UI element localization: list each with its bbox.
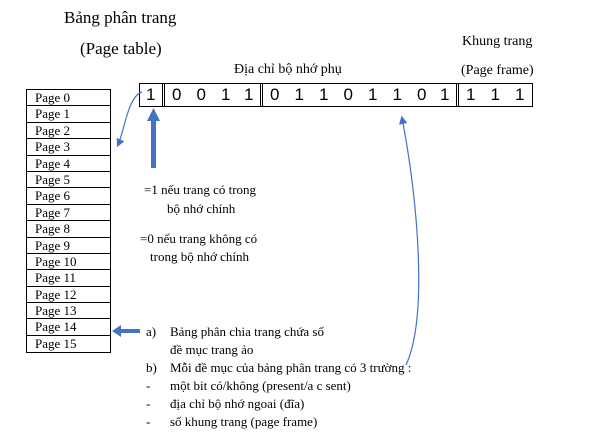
bit-cell: 0: [270, 85, 280, 104]
dash-2: -: [146, 396, 151, 411]
bit-cell: 0: [172, 85, 182, 104]
frame-label: Khung trang: [462, 34, 533, 49]
bit-cell: 1: [294, 85, 304, 104]
frame-bit: 1: [515, 85, 525, 104]
page-row: Page 9: [27, 238, 110, 254]
page-row: Page 7: [27, 205, 110, 222]
note-a-marker: a): [146, 324, 157, 339]
page-row: Page 15: [35, 335, 77, 351]
bit-cell: 1: [238, 84, 263, 106]
page-row: Page 6: [27, 188, 110, 205]
page-row: Page 0: [27, 90, 110, 107]
page-row: Page 14: [27, 319, 110, 336]
note-item-1: một bit có/không (present/a c sent): [170, 378, 351, 393]
bit-cell: 0: [196, 85, 206, 104]
note-b-line1: Mỗi đề mục của bảng phân trang có 3 trườ…: [170, 360, 412, 375]
present-note-4: trong bộ nhớ chính: [150, 249, 249, 264]
present-note-2: bộ nhớ chính: [167, 201, 236, 216]
page-row: Page 11: [27, 270, 110, 287]
frame-bit: 1: [490, 85, 500, 104]
dash-1: -: [146, 378, 151, 393]
present-note-1: =1 nếu trang có trong: [144, 182, 257, 197]
page-table-subtitle: (Page table): [80, 39, 162, 58]
frame-bit: 1: [466, 85, 476, 104]
page-row: Page 1: [27, 106, 110, 123]
dash-3: -: [146, 414, 151, 429]
present-bit: 1: [140, 84, 165, 106]
page-row: Page 12: [27, 287, 110, 304]
secondary-address-label: Địa chỉ bộ nhớ phụ: [234, 62, 342, 77]
bit-cell: 1: [392, 85, 402, 104]
bit-cell: 0: [417, 85, 427, 104]
entry-to-page3-arrow: [116, 91, 143, 148]
present-note-3: =0 nếu trang không có: [140, 231, 258, 246]
bit-cell: 1: [368, 85, 378, 104]
frame-label-en: (Page frame): [461, 63, 534, 78]
page-table-title: Bảng phân trang: [64, 8, 177, 27]
bit-cell: 1: [319, 85, 329, 104]
page-table: Page 0 Page 1 Page 2 Page 3 Page 4 Page …: [26, 89, 111, 354]
bit-cell: 1: [434, 84, 459, 106]
page-row: Page 13: [27, 303, 110, 320]
page-row: Page 8: [27, 221, 110, 238]
page-entry-bits: 1 0 0 1 1 0 1 1 0 1 1 0 1 1 1 1: [139, 83, 533, 107]
page13-arrow: [112, 325, 140, 337]
page-row: Page 2: [27, 123, 110, 140]
page-row: Page 10: [27, 254, 110, 271]
page-row: Page 3: [27, 139, 110, 156]
note-b-marker: b): [146, 360, 157, 375]
note-a-line2: đề mục trang ảo: [170, 342, 254, 357]
page-row: Page 5: [27, 172, 110, 189]
bit-cell: 0: [343, 85, 353, 104]
page-row: Page 4: [27, 156, 110, 172]
present-bit-arrow: [147, 108, 160, 168]
bit-cell: 1: [221, 85, 231, 104]
note-item-3: số khung trang (page frame): [170, 414, 318, 429]
note-a-line1: Bảng phân chia trang chứa số: [170, 324, 324, 339]
note-item-2: địa chỉ bộ nhớ ngoai (đĩa): [170, 396, 305, 411]
entry-fields-arrow: [399, 115, 420, 366]
